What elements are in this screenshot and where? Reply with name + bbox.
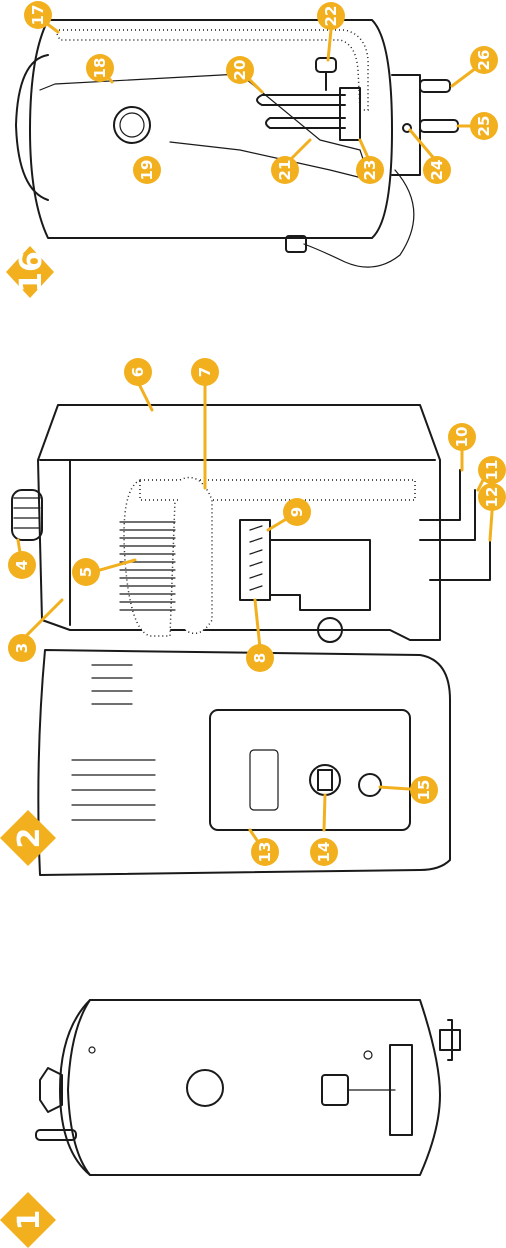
coil-loop: [180, 478, 212, 634]
gas-control-valve: [322, 1075, 348, 1105]
cold-inlet-pipe: [420, 490, 475, 540]
callout-12: 12: [478, 483, 506, 511]
cover-vents-top: [92, 665, 132, 704]
ignition-button: [359, 774, 381, 796]
svg-text:18: 18: [91, 58, 109, 79]
svg-text:13: 13: [256, 842, 274, 863]
svg-text:8: 8: [251, 653, 269, 663]
svg-text:12: 12: [483, 487, 501, 508]
callout-16-label: 16: [14, 251, 49, 293]
front-cover: [38, 650, 450, 875]
viewing-window: [250, 750, 278, 810]
callout-22: 22: [317, 2, 345, 30]
tank-sight-hole: [364, 1051, 372, 1059]
callout-15: 15: [410, 776, 438, 804]
callout-21: 21: [271, 156, 299, 184]
callout-2: 2: [0, 810, 56, 866]
control-panel: [210, 710, 410, 830]
callout-25: 25: [470, 112, 498, 140]
tankless-heater-figure: [12, 405, 490, 875]
gas-storage-heater-figure: [36, 1000, 460, 1175]
callout-13: 13: [251, 838, 279, 866]
leader-lines: [18, 20, 493, 852]
callout-24: 24: [423, 156, 451, 184]
svg-text:23: 23: [361, 160, 379, 181]
callout-2-label: 2: [12, 828, 47, 849]
callout-17: 17: [24, 1, 52, 29]
draft-hood: [40, 1068, 62, 1112]
callout-19: 19: [133, 156, 161, 184]
callout-4: 4: [8, 551, 36, 579]
flue-ridges: [14, 498, 40, 528]
temperature-dial-ring: [120, 113, 144, 137]
callout-9: 9: [283, 498, 311, 526]
svg-text:7: 7: [196, 367, 214, 377]
svg-text:20: 20: [231, 60, 249, 81]
callout-11: 11: [478, 456, 506, 484]
outlet-pipe: [420, 80, 450, 92]
svg-text:3: 3: [13, 643, 31, 653]
svg-text:14: 14: [315, 842, 333, 863]
callout-18: 18: [86, 54, 114, 82]
callout-5: 5: [72, 558, 100, 586]
gas-tank-body: [68, 1000, 440, 1175]
svg-text:21: 21: [276, 160, 294, 181]
svg-text:17: 17: [29, 5, 47, 26]
gas-valve-block: [270, 540, 370, 610]
water-pipe: [36, 1130, 76, 1140]
control-knob-grip: [318, 770, 332, 790]
drain-valve: [440, 1020, 460, 1060]
svg-text:15: 15: [415, 780, 433, 801]
gas-tank-top-cap: [60, 1000, 90, 1175]
tank-label-circle: [187, 1070, 223, 1106]
callout-1-label: 1: [12, 1210, 47, 1231]
callout-26: 26: [470, 46, 498, 74]
svg-text:11: 11: [483, 460, 501, 481]
callout-6: 6: [124, 358, 152, 386]
svg-text:26: 26: [475, 50, 493, 71]
svg-text:6: 6: [129, 367, 147, 377]
svg-text:9: 9: [288, 507, 306, 517]
callout-14: 14: [310, 838, 338, 866]
svg-text:10: 10: [453, 427, 471, 448]
callout-7: 7: [191, 358, 219, 386]
inlet-pipe: [420, 120, 458, 132]
callout-16: 16: [6, 246, 54, 298]
svg-text:19: 19: [138, 160, 156, 181]
callout-8: 8: [246, 644, 274, 672]
burner-jets: [250, 526, 262, 590]
callout-20: 20: [226, 56, 254, 84]
callout-10: 10: [448, 423, 476, 451]
callout-23: 23: [356, 156, 384, 184]
svg-text:24: 24: [428, 160, 446, 181]
svg-text:25: 25: [475, 116, 493, 137]
svg-text:4: 4: [13, 560, 31, 570]
svg-text:22: 22: [322, 6, 340, 27]
heating-element: [257, 95, 345, 128]
svg-text:5: 5: [77, 567, 95, 577]
tank-rivet: [89, 1047, 95, 1053]
callout-3: 3: [8, 634, 36, 662]
power-cord: [304, 170, 414, 267]
callout-1: 1: [0, 1192, 56, 1248]
thermostat-top: [316, 58, 336, 72]
cover-vents-side: [72, 760, 155, 820]
